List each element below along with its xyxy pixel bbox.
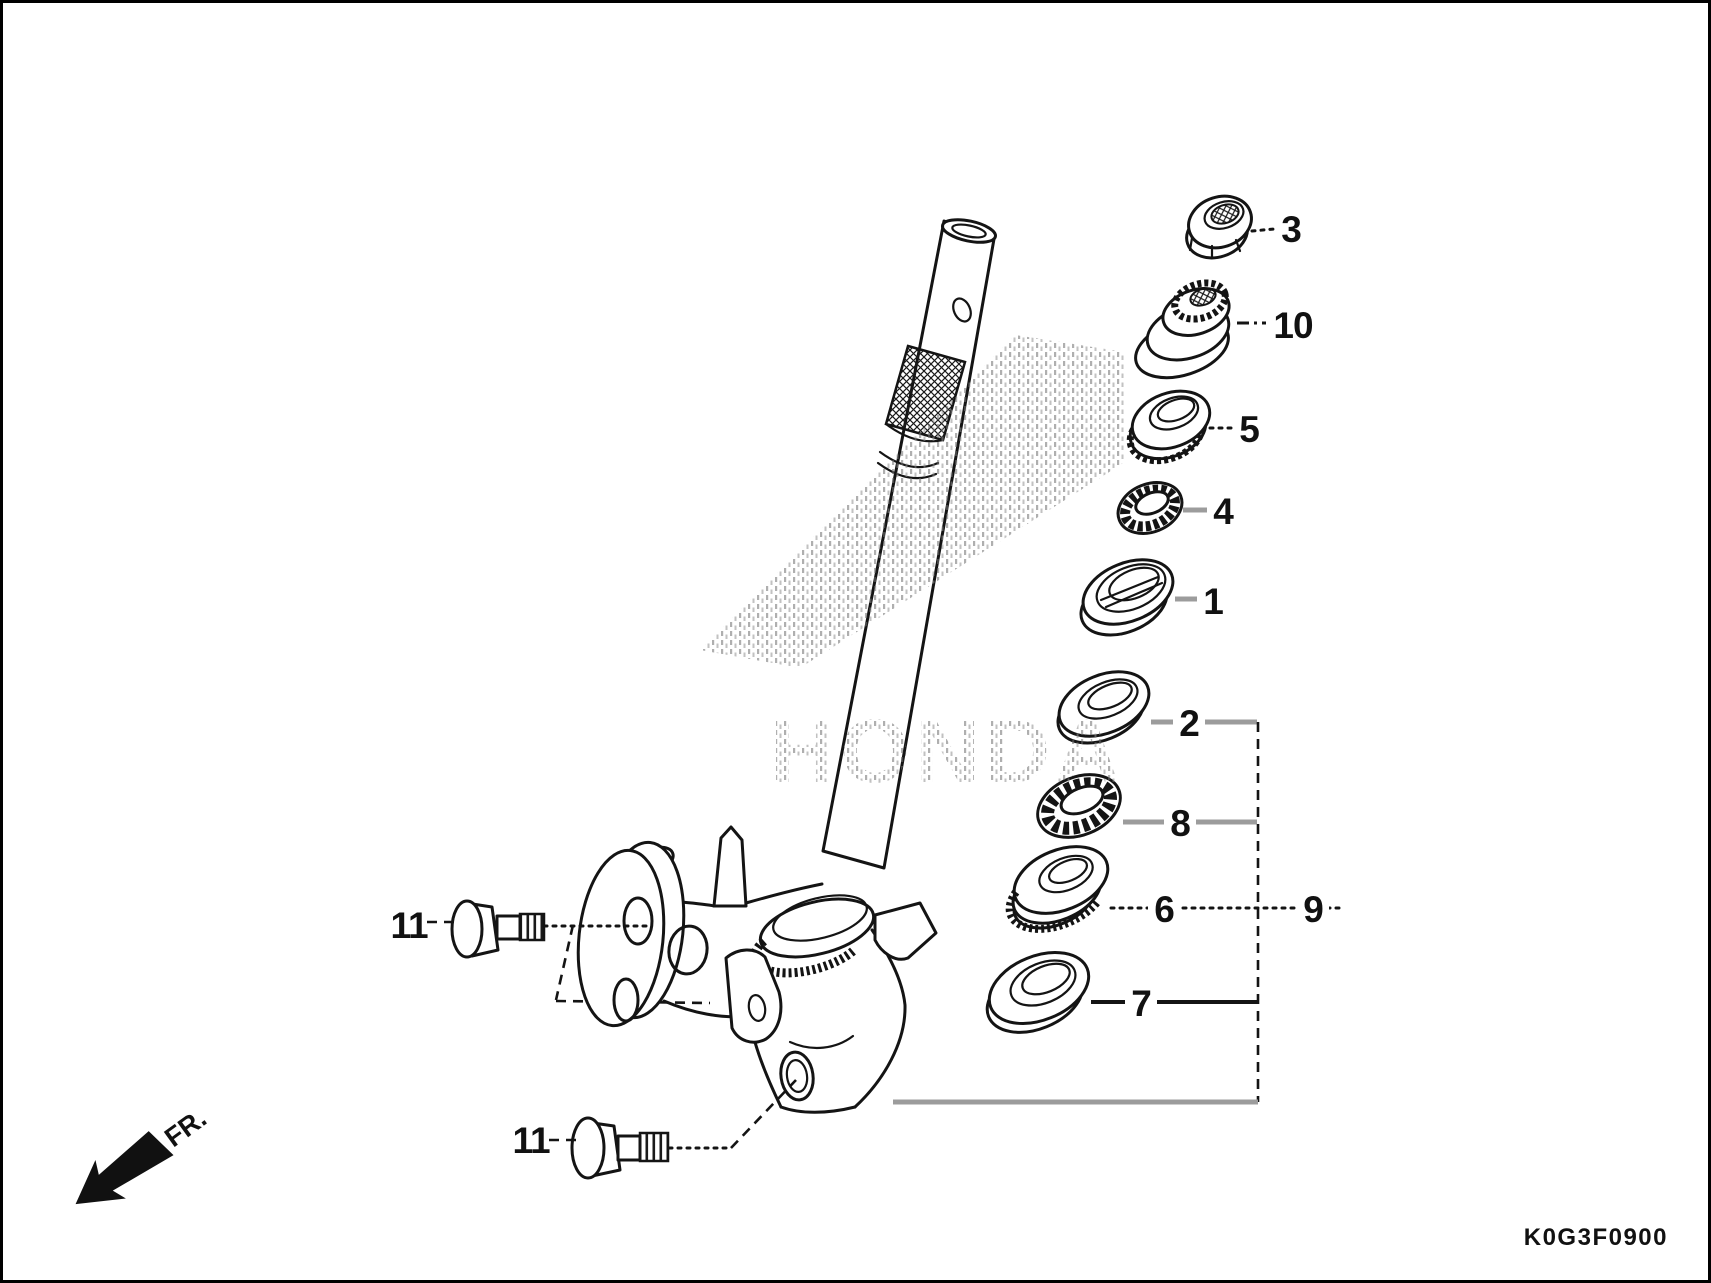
callout-4: 4 <box>1213 491 1234 532</box>
part-7-dust-seal <box>985 951 1091 1034</box>
honda-wing-shape <box>700 335 1125 668</box>
callout-10: 10 <box>1273 305 1313 346</box>
honda-watermark: HONDA <box>700 335 1125 802</box>
callout-2: 2 <box>1179 703 1199 744</box>
bracket-tab <box>712 825 748 908</box>
bottom-bridge <box>554 825 938 1114</box>
part-10-stem-nut <box>1134 279 1231 380</box>
bracket-right-flange <box>873 901 938 961</box>
callout-7: 7 <box>1131 983 1151 1024</box>
watermark-text: HONDA <box>770 702 1125 802</box>
diagram-code: K0G3F0900 <box>1524 1224 1668 1251</box>
bracket-lug <box>724 948 783 1044</box>
callout-3: 3 <box>1281 209 1301 250</box>
part-5-adjusting-ring <box>1126 389 1212 465</box>
clamp-hole-upper <box>622 896 654 946</box>
part-6-bottom-cone <box>1005 845 1110 933</box>
callout-11-upper: 11 <box>390 905 428 946</box>
part-4-bearing-retainer <box>1116 481 1184 535</box>
leader-3 <box>1250 227 1276 233</box>
callouts: 3 10 5 4 1 2 8 6 9 7 11 11 <box>390 209 1329 1161</box>
callout-1: 1 <box>1203 581 1223 622</box>
exploded-parts <box>985 194 1253 1034</box>
part-3-lock-nut <box>1185 194 1253 260</box>
fr-arrow-icon <box>75 1131 174 1205</box>
part-1-top-race <box>1079 558 1175 637</box>
callout-5: 5 <box>1239 409 1259 450</box>
clamp-hole-lower <box>612 977 640 1023</box>
part-2-dust-seal <box>1056 670 1151 745</box>
part-8-ball-retainer <box>1036 773 1122 839</box>
callout-11-lower: 11 <box>512 1120 550 1161</box>
callout-6: 6 <box>1154 889 1174 930</box>
fork-clamp-plate <box>576 840 686 1028</box>
bracket-bottom-hole <box>779 1050 815 1102</box>
callout-8: 8 <box>1170 803 1190 844</box>
body-opening <box>667 924 709 976</box>
stem-side-hole <box>952 297 972 323</box>
part-11-bolt-lower <box>570 1116 670 1180</box>
part-11-bolt-upper <box>450 899 546 959</box>
callout-9: 9 <box>1303 889 1323 930</box>
phantom-line <box>554 924 575 1001</box>
